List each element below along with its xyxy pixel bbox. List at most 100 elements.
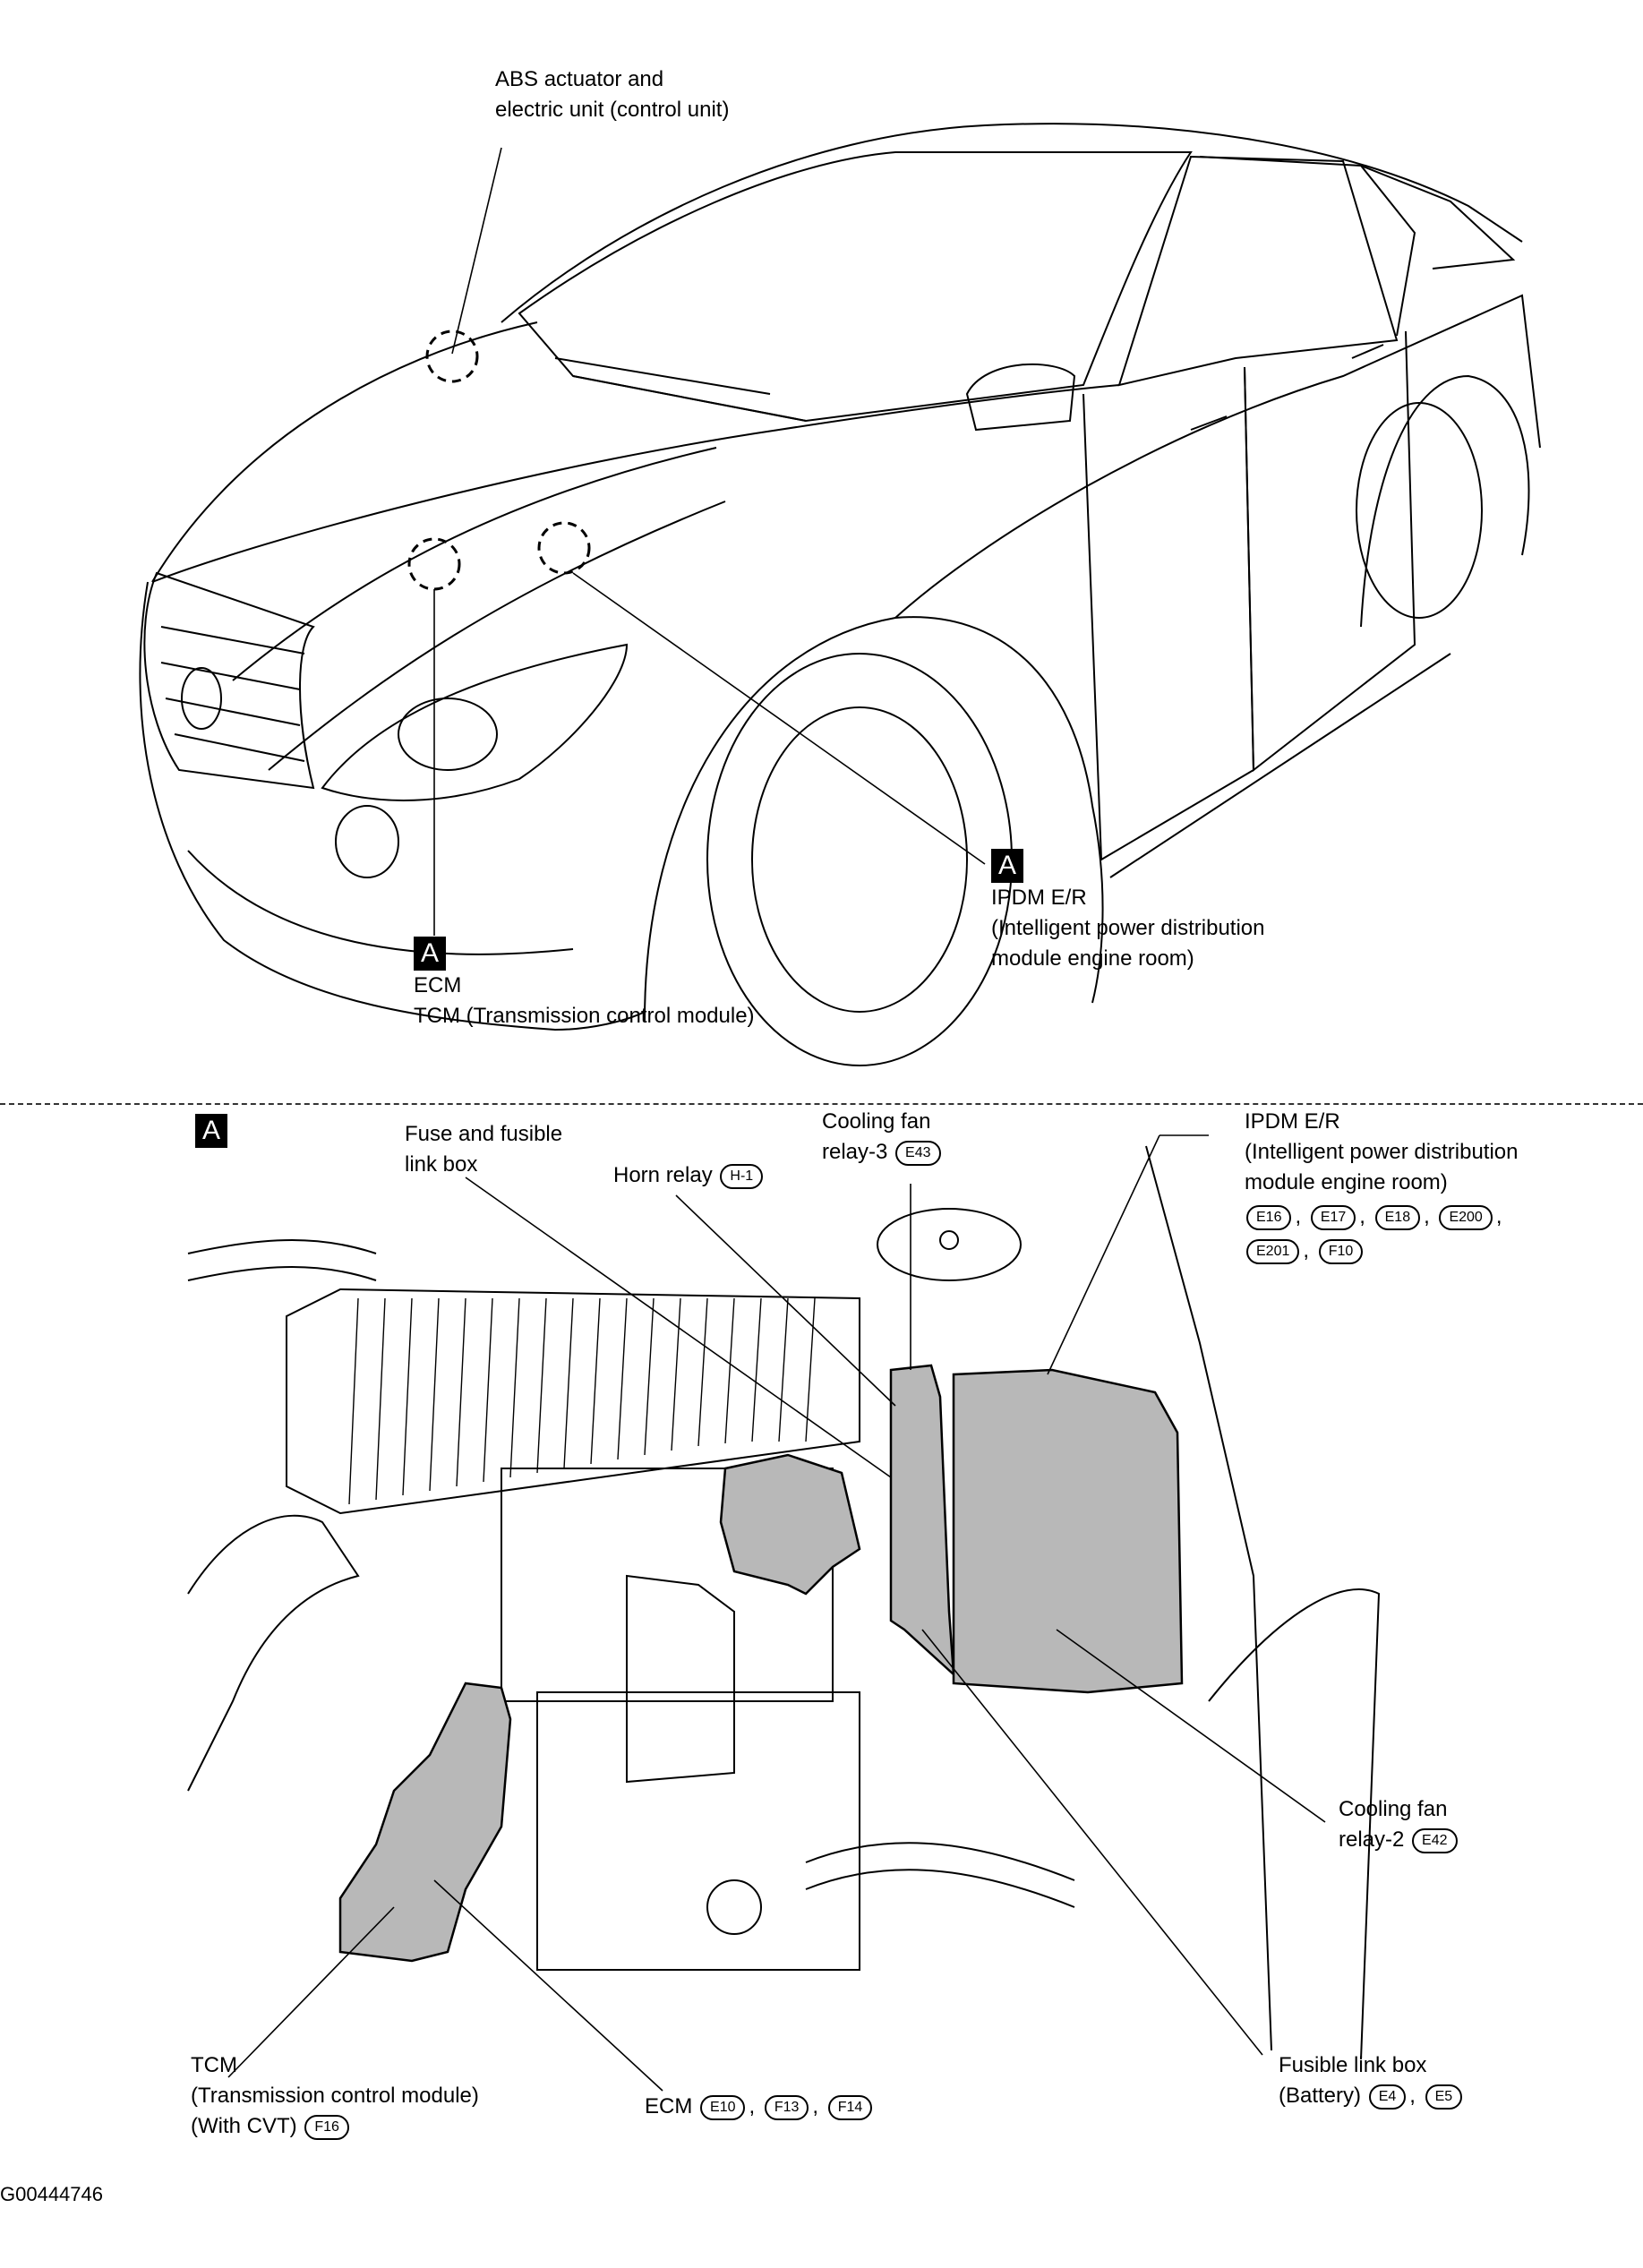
car-front-bumper bbox=[139, 581, 646, 1031]
ecm-label-line1: ECM bbox=[414, 973, 462, 997]
rear-door bbox=[1244, 330, 1416, 773]
connector-e200: E200 bbox=[1439, 1204, 1493, 1230]
front-wheel-arch bbox=[644, 616, 1104, 1022]
abs-location-marker bbox=[425, 330, 479, 383]
ipdm-leader-line bbox=[572, 572, 986, 865]
body-side-molding bbox=[1109, 653, 1451, 878]
nissan-emblem bbox=[181, 667, 222, 730]
bumper-lower-line bbox=[187, 850, 574, 955]
car-hood bbox=[151, 321, 1120, 583]
fuse-and-fusible-link-box-shape bbox=[889, 1364, 955, 1678]
car-rear-window bbox=[1360, 165, 1516, 270]
section-a-marker: A bbox=[195, 1114, 227, 1148]
ipdm-label-line1: IPDM E/R bbox=[991, 886, 1087, 910]
fender-inner bbox=[1208, 1588, 1381, 2060]
engine-room-section-marker: A bbox=[195, 1114, 227, 1148]
cooling-fan-relay-3-label: Cooling fan relay-3 E43 bbox=[553, 1107, 941, 1168]
upper-leader-lines bbox=[433, 147, 986, 936]
connector-f16: F16 bbox=[304, 2114, 349, 2140]
abs-actuator-label: ABS actuator and electric unit (control … bbox=[495, 64, 729, 125]
car-side-window-front bbox=[1117, 155, 1399, 387]
battery bbox=[536, 1691, 860, 1971]
connector-e5: E5 bbox=[1425, 2084, 1463, 2110]
tcm-label-lower: TCM (Transmission control module) (With … bbox=[191, 2050, 479, 2142]
car-side-window-rear bbox=[1199, 156, 1416, 337]
connector-e16: E16 bbox=[1246, 1204, 1292, 1230]
section-a-marker: A bbox=[991, 849, 1023, 883]
tcm-lower-line3-wrap: (With CVT) F16 bbox=[191, 2111, 479, 2142]
tcm-shape bbox=[338, 1682, 512, 1963]
headlamp-lens bbox=[398, 698, 498, 771]
car-grille bbox=[143, 571, 315, 790]
ipdm-label-upper: A IPDM E/R (Intelligent power distributi… bbox=[991, 849, 1265, 974]
rear-wheel-arch bbox=[1360, 374, 1530, 628]
grille-bars bbox=[160, 626, 305, 762]
fender-edge bbox=[1145, 1145, 1272, 2051]
fuse-box-label-line2: link box bbox=[405, 1152, 478, 1177]
ecm-housing bbox=[626, 1574, 735, 1784]
abs-leader-line bbox=[451, 147, 502, 355]
battery-terminal bbox=[706, 1879, 762, 1935]
car-headlamp bbox=[321, 643, 629, 801]
hood-crease-1 bbox=[232, 447, 717, 681]
connector-h-1: H-1 bbox=[720, 1163, 764, 1189]
car-body-side bbox=[894, 294, 1541, 619]
connector-e201: E201 bbox=[1246, 1238, 1300, 1264]
lower-leader-lines bbox=[227, 1134, 1326, 2092]
ipdm-leader-line-lower bbox=[1047, 1134, 1160, 1375]
abs-label-line2: electric unit (control unit) bbox=[495, 98, 730, 122]
fusible-link-box-line2: (Battery) bbox=[1279, 2084, 1362, 2108]
ipdm-label-line3: module engine room) bbox=[991, 946, 1194, 971]
fog-lamp bbox=[335, 805, 399, 878]
connector-f10: F10 bbox=[1318, 1238, 1364, 1264]
connector-e18: E18 bbox=[1374, 1204, 1421, 1230]
fusible-link-box-line1: Fusible link box bbox=[1279, 2053, 1427, 2077]
connector-e42: E42 bbox=[1412, 1827, 1458, 1853]
figure-id: G00444746 bbox=[0, 2183, 103, 2205]
location-markers bbox=[407, 330, 591, 591]
ipdm-label-lower: IPDM E/R (Intelligent power distribution… bbox=[1245, 1107, 1519, 1266]
side-mirror bbox=[965, 363, 1076, 432]
engine-room-illustration bbox=[187, 1145, 1381, 2060]
door-handle-rear bbox=[1351, 344, 1384, 359]
wiper bbox=[554, 357, 807, 422]
fusible-link-box-label: Fusible link box (Battery) E4, E5 bbox=[1279, 2050, 1464, 2111]
connector-f14: F14 bbox=[827, 2094, 873, 2120]
air-cleaner-ribs bbox=[348, 1297, 816, 1505]
horn-relay-label: Horn relay H-1 bbox=[613, 1160, 765, 1191]
car-illustration bbox=[139, 123, 1541, 1066]
cooling-fan-relay-2-label: Cooling fan relay-2 E42 bbox=[1339, 1794, 1459, 1855]
strut-bolt bbox=[939, 1230, 959, 1250]
hood-crease-2 bbox=[268, 501, 726, 771]
car-roof bbox=[501, 123, 1523, 323]
connector-e17: E17 bbox=[1310, 1204, 1356, 1230]
ipdm-lower-line1: IPDM E/R bbox=[1245, 1109, 1340, 1134]
ipdm-connectors-row1: E16, E17, E18, E200, bbox=[1245, 1202, 1519, 1232]
abs-label-line1: ABS actuator and bbox=[495, 67, 664, 91]
battery-tray bbox=[501, 1468, 834, 1702]
intake-duct bbox=[187, 1514, 360, 1792]
shaded-components bbox=[338, 1364, 1184, 1963]
cooling-fan-relay-2-line1: Cooling fan bbox=[1339, 1797, 1448, 1821]
ipdm-connectors-row2: E201, F10 bbox=[1245, 1236, 1519, 1266]
cooling-fan-relay-3-line2: relay-3 bbox=[822, 1140, 888, 1164]
fuse-box-leader-line bbox=[465, 1177, 892, 1478]
car-windshield bbox=[518, 151, 1193, 423]
connector-f13: F13 bbox=[764, 2094, 809, 2120]
ipdm-er-shape bbox=[952, 1368, 1184, 1694]
hose-upper-left bbox=[187, 1239, 377, 1281]
air-cleaner bbox=[286, 1288, 860, 1515]
tcm-lower-line3: (With CVT) bbox=[191, 2114, 297, 2138]
tcm-lower-line2: (Transmission control module) bbox=[191, 2084, 479, 2108]
section-divider bbox=[0, 1103, 1643, 1105]
strut-tower bbox=[877, 1208, 1022, 1281]
connector-e10: E10 bbox=[700, 2094, 746, 2120]
front-wheel-hub bbox=[751, 706, 968, 1013]
fuse-box-label: Fuse and fusible link box bbox=[405, 1119, 562, 1180]
radiator-hose bbox=[805, 1842, 1075, 1908]
ipdm-lower-line2: (Intelligent power distribution bbox=[1245, 1140, 1519, 1164]
ecm-tcm-label-upper: A ECM TCM (Transmission control module) bbox=[414, 937, 755, 1031]
rear-wheel bbox=[1356, 402, 1483, 619]
cooling-fan-relay-2-leader-line bbox=[1056, 1629, 1326, 1823]
